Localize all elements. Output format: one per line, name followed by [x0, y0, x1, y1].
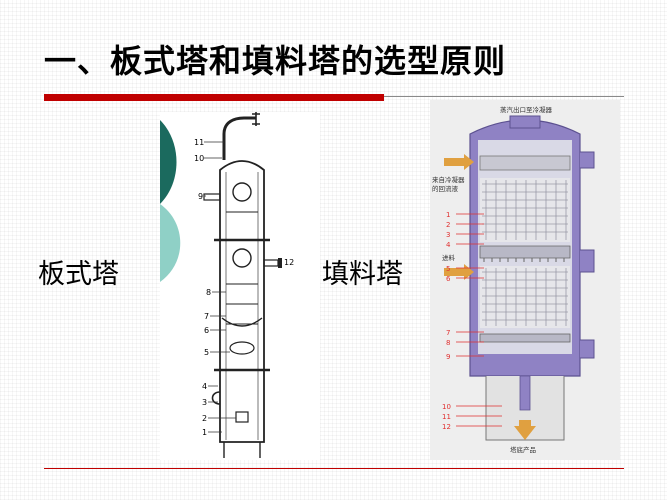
packing-bed: [480, 266, 570, 328]
inlet-caption: 的回流液: [432, 184, 459, 193]
bottom-pipe: [211, 391, 221, 405]
callout-number: 1: [202, 428, 207, 437]
downcomer: [221, 317, 263, 327]
bottom-product-arrow: [514, 420, 536, 440]
trays: [226, 211, 258, 325]
title-rule-red: [44, 94, 384, 101]
bottom-nozzle: [235, 411, 249, 423]
slide-title: 一、板式塔和填料塔的选型原则: [44, 42, 507, 80]
side-nozzle: [278, 258, 282, 268]
bottom-caption: 塔底产品: [510, 445, 536, 454]
callout-number: 7: [204, 312, 209, 321]
callout-number: 9: [198, 192, 203, 201]
reflux-nozzle: [580, 151, 595, 169]
callout-number: 11: [194, 138, 204, 147]
bottom-rule: [44, 468, 624, 469]
manhole: [232, 248, 252, 268]
feed-caption: 进料: [442, 253, 456, 262]
packing-rings: [482, 268, 568, 326]
callout-number: 6: [446, 275, 451, 283]
callout-number: 10: [194, 154, 204, 163]
column-shell: [219, 160, 265, 443]
callout-number: 8: [446, 339, 450, 347]
manhole: [232, 182, 252, 202]
label-packed-column: 填料塔: [322, 259, 403, 290]
packing-bed: [480, 178, 570, 242]
top-caption: 蒸汽出口至冷凝器: [500, 105, 553, 114]
callout-number: 12: [284, 258, 294, 267]
callout-number: 10: [442, 403, 451, 411]
callout-number: 6: [204, 326, 209, 335]
vapor-pipe-arrow: [252, 112, 260, 126]
callout-number: 2: [202, 414, 207, 423]
figure-background: [160, 112, 320, 460]
packed-column-figure: 蒸汽出口至冷凝器 来自冷凝器 的回流液 进料 塔底产品: [430, 100, 620, 460]
distributor: [479, 155, 571, 171]
callout-number: 3: [202, 398, 207, 407]
side-nozzle: [203, 193, 221, 201]
reflux-inlet-arrow: [444, 154, 474, 170]
bottom-outlet: [519, 375, 531, 411]
packing-rings: [482, 180, 568, 240]
liquid-distributor: [479, 245, 571, 259]
callout-number: 4: [446, 241, 451, 249]
callout-number: 3: [446, 231, 450, 239]
callout-number: 5: [204, 348, 209, 357]
callout-number: 7: [446, 329, 450, 337]
inlet-caption: 来自冷凝器: [432, 175, 465, 184]
vapor-pipe: [222, 116, 256, 160]
feed-nozzle: [580, 249, 595, 273]
leader-lines: [204, 141, 236, 433]
teal-shape-dark: [160, 120, 177, 204]
callout-number: 5: [446, 265, 450, 273]
callout-number: 12: [442, 423, 451, 431]
vapor-outlet: [509, 115, 541, 129]
title-rule-gray: [384, 96, 624, 97]
plate-column-figure: 11 10 9 8 7 6 5 4 3 2 1 12: [160, 112, 320, 460]
callout-number: 4: [202, 382, 207, 391]
gas-nozzle: [580, 339, 595, 359]
liquid-distributor-teeth: [483, 258, 565, 262]
support-plate: [479, 333, 571, 343]
label-plate-column: 板式塔: [38, 259, 119, 290]
callout-number: 9: [446, 353, 450, 361]
callout-number: 1: [446, 211, 450, 219]
callout-leaders: [456, 213, 502, 427]
callout-number: 11: [442, 413, 451, 421]
callout-number: 8: [206, 288, 211, 297]
teal-shape-light: [160, 204, 181, 282]
liquid-seal: [229, 341, 255, 355]
callout-number: 2: [446, 221, 450, 229]
